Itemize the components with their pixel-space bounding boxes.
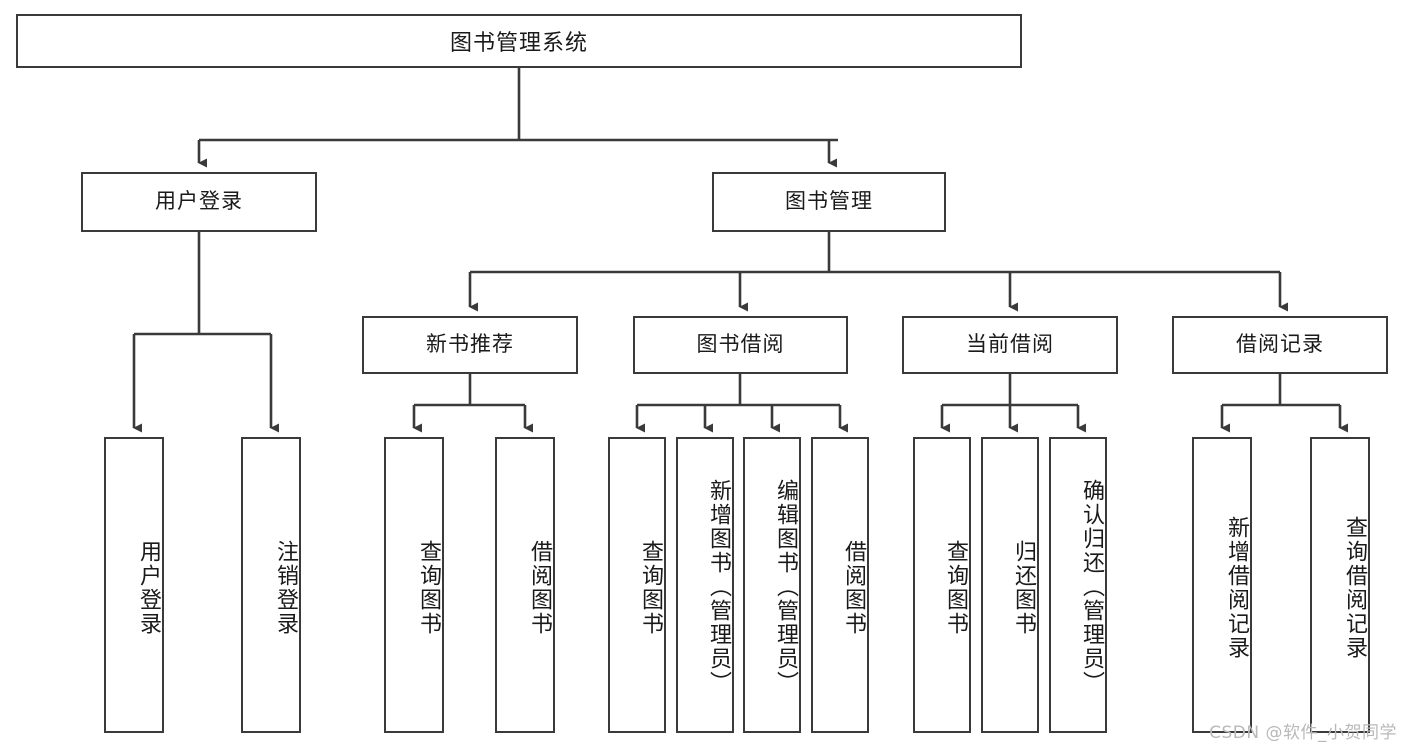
leaf-confirm-return-admin[interactable]: 确认归还（管理员） [1049,437,1107,733]
node-label: 图书借阅 [696,332,785,357]
node-label: 图书管理 [785,189,873,214]
node-label: 查询图书 [638,540,663,636]
node-root-book-management-system[interactable]: 图书管理系统 [16,14,1022,68]
node-label: 借阅图书 [841,540,866,636]
node-label: 归还图书 [1011,540,1036,636]
node-label: 确认归还（管理员） [1079,479,1104,695]
node-label: 查询图书 [943,540,968,636]
leaf-query-book-recommend[interactable]: 查询图书 [384,437,444,733]
node-label: 新增图书（管理员） [706,479,731,695]
node-label: 注销登录 [273,540,298,636]
leaf-query-borrow-record[interactable]: 查询借阅记录 [1310,437,1370,733]
leaf-query-book-current[interactable]: 查询图书 [913,437,971,733]
leaf-add-borrow-record[interactable]: 新增借阅记录 [1192,437,1252,733]
node-label: 查询借阅记录 [1342,516,1367,660]
leaf-add-book-admin[interactable]: 新增图书（管理员） [676,437,734,733]
node-label: 新增借阅记录 [1224,516,1249,660]
node-label: 借阅记录 [1236,332,1324,357]
leaf-user-login[interactable]: 用户登录 [104,437,164,733]
node-label: 用户登录 [155,189,243,214]
leaf-borrow-book-recommend[interactable]: 借阅图书 [495,437,555,733]
leaf-logout[interactable]: 注销登录 [241,437,301,733]
node-user-login[interactable]: 用户登录 [81,172,317,232]
leaf-borrow-book[interactable]: 借阅图书 [811,437,869,733]
node-new-book-recommend[interactable]: 新书推荐 [362,316,578,374]
leaf-return-book[interactable]: 归还图书 [981,437,1039,733]
node-label: 当前借阅 [966,332,1054,357]
node-current-borrow[interactable]: 当前借阅 [902,316,1118,374]
node-label: 图书管理系统 [449,31,588,56]
csdn-watermark: CSDN @软件_小贺同学 [1209,723,1397,743]
node-label: 借阅图书 [527,540,552,636]
node-borrow-record[interactable]: 借阅记录 [1172,316,1388,374]
node-label: 编辑图书（管理员） [773,479,798,695]
node-label: 查询图书 [416,540,441,636]
leaf-query-book-borrow[interactable]: 查询图书 [608,437,666,733]
node-book-management[interactable]: 图书管理 [712,172,946,232]
node-label: 新书推荐 [426,332,514,357]
node-label: 用户登录 [136,540,161,636]
node-book-borrow[interactable]: 图书借阅 [633,316,848,374]
leaf-edit-book-admin[interactable]: 编辑图书（管理员） [743,437,801,733]
